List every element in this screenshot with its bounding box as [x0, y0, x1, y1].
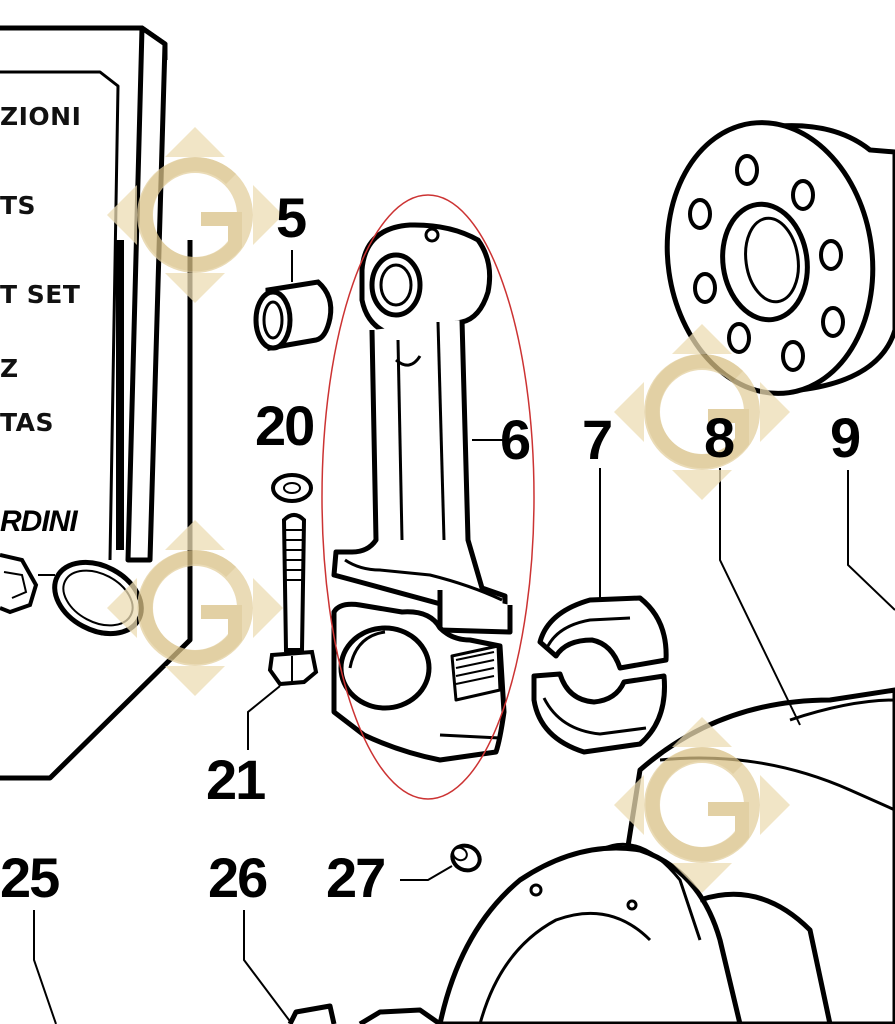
leader-21: [247, 685, 281, 750]
flange-part-9: [664, 120, 895, 396]
pin-part-27: [450, 843, 482, 873]
nut-fragment-part: [0, 553, 55, 615]
leader-25: [33, 910, 57, 1024]
manual-box: [0, 25, 193, 781]
bearing-shells-part-7: [531, 595, 669, 755]
callout-20: 20: [255, 394, 315, 457]
callout-25: 25: [0, 846, 60, 909]
brand-logo-text: RDINI: [0, 505, 78, 538]
leader-26: [243, 910, 293, 1024]
callout-21: 21: [206, 748, 266, 811]
leader-27: [400, 865, 453, 881]
callout-8: 8: [704, 406, 735, 469]
highlight-ellipse: [321, 194, 535, 800]
callout-7: 7: [582, 408, 613, 471]
manual-text-line-4: Z: [0, 354, 19, 383]
leader-9: [847, 470, 895, 611]
leader-8: [719, 468, 801, 726]
manual-text-line-3: T SET: [0, 280, 81, 309]
manual-text-line-2: TS: [0, 191, 37, 220]
callout-6: 6: [500, 408, 531, 471]
connecting-rod-part-6: [331, 222, 513, 763]
bolt-part-21: [267, 513, 319, 687]
manual-text-line-5: TAS: [0, 408, 54, 437]
washer-part-20: [271, 473, 313, 503]
callout-5: 5: [276, 186, 307, 249]
bushing-part-5: [253, 279, 334, 351]
callout-26: 26: [208, 846, 268, 909]
manual-text-line-1: ZIONI: [0, 102, 82, 131]
callout-9: 9: [830, 406, 861, 469]
callout-27: 27: [326, 846, 386, 909]
